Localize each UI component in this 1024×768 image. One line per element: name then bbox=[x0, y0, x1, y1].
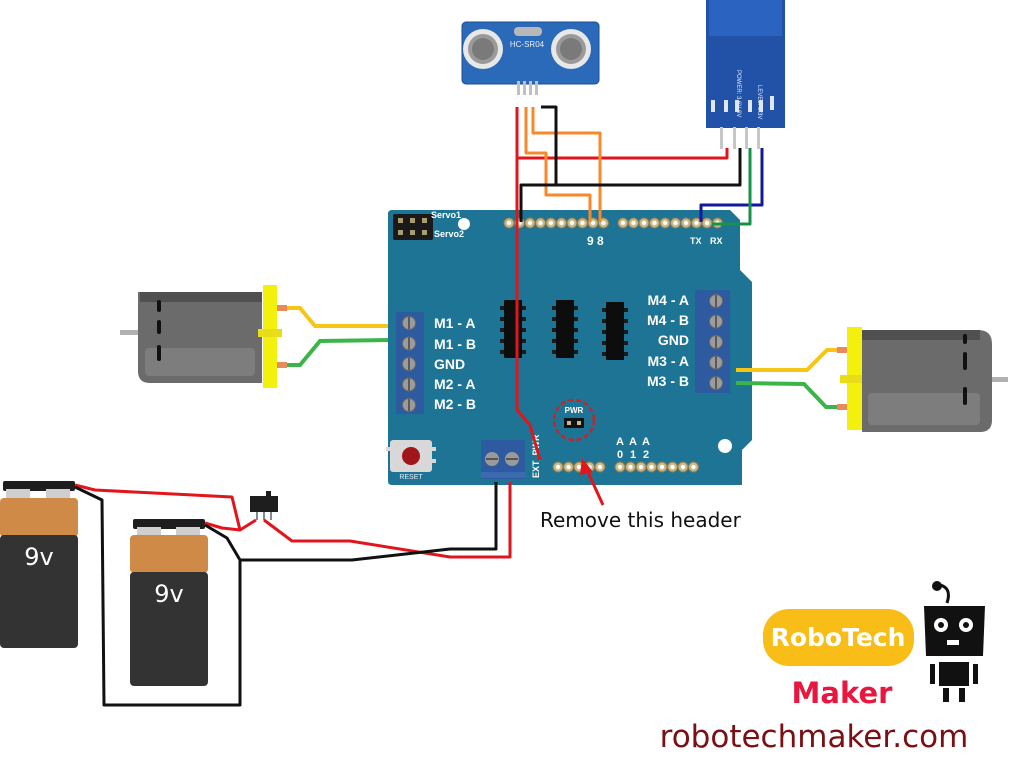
wire-yellow-m3a bbox=[736, 348, 837, 372]
power-wires bbox=[74, 482, 512, 707]
wire-orange-echo bbox=[531, 107, 602, 222]
right-dc-motor bbox=[735, 327, 1008, 432]
driver-ic bbox=[504, 300, 522, 358]
sensor-label: HC-SR04 bbox=[510, 40, 545, 49]
wire-red-bat2 bbox=[204, 518, 257, 532]
wire-black-bat2 bbox=[204, 482, 498, 562]
left-motor-terminal: M1 - A M1 - B GND M2 - A M2 - B bbox=[396, 312, 476, 414]
pin8-label: 8 bbox=[597, 234, 604, 248]
terminal-label-m2b: M2 - B bbox=[434, 396, 476, 412]
ultrasonic-sensor: HC-SR04 bbox=[461, 21, 600, 95]
pin9-label: 9 bbox=[587, 234, 594, 248]
servo2-label: Servo2 bbox=[434, 229, 464, 239]
driver-ic bbox=[606, 302, 624, 360]
branding-logo: RoboTech Maker robotechmaker.com bbox=[660, 581, 985, 755]
terminal-label-m1b: M1 - B bbox=[434, 336, 476, 352]
power-header bbox=[552, 461, 606, 473]
driver-chips bbox=[500, 300, 628, 360]
analog-label-a2-num: 2 bbox=[643, 449, 649, 461]
battery-2: 9v bbox=[130, 519, 208, 686]
brand-badge-text: RoboTech bbox=[771, 623, 906, 652]
brand-badge bbox=[763, 609, 914, 666]
analog-label-a0-num: 0 bbox=[617, 449, 623, 461]
terminal-label-m3a: M3 - A bbox=[648, 353, 689, 369]
battery-1-label: 9v bbox=[24, 543, 53, 571]
terminal-label-gnd-right: GND bbox=[658, 332, 689, 348]
servo-header: Servo1 Servo2 bbox=[393, 210, 464, 240]
left-dc-motor bbox=[120, 285, 389, 388]
analog-header bbox=[614, 461, 699, 473]
battery-1: 9v bbox=[0, 481, 78, 648]
analog-label-a1-num: 1 bbox=[630, 449, 636, 461]
power-switch[interactable] bbox=[250, 491, 278, 520]
analog-label-a1-top: A bbox=[629, 436, 637, 448]
terminal-label-m4b: M4 - B bbox=[647, 312, 689, 328]
wire-green-m1b bbox=[287, 338, 389, 367]
wire-orange-trig bbox=[524, 107, 592, 222]
ext-pwr-label: EXT_PWR bbox=[531, 434, 541, 478]
robot-mascot-icon bbox=[924, 581, 985, 702]
wire-red-switch bbox=[263, 482, 512, 559]
wire-black-bat1 bbox=[74, 485, 242, 707]
terminal-label-m2a: M2 - A bbox=[434, 376, 475, 392]
annotation-text: Remove this header bbox=[540, 508, 742, 532]
signal-wires bbox=[515, 105, 764, 461]
bt-power-text: POWER: 3.6V-6V bbox=[735, 70, 741, 117]
motor-shield: Servo1 Servo2 9 8 TX RX M1 - A M1 - B GN… bbox=[386, 210, 752, 485]
wire-black-gnd-board bbox=[519, 183, 556, 222]
analog-labels: A 0 A 1 A 2 bbox=[616, 436, 650, 461]
analog-label-a2-top: A bbox=[642, 436, 650, 448]
pwr-label: PWR bbox=[565, 406, 584, 415]
brand-maker-text: Maker bbox=[792, 676, 894, 710]
right-motor-terminal: M4 - A M4 - B GND M3 - A M3 - B bbox=[647, 290, 730, 393]
wire-red-vcc bbox=[515, 107, 729, 160]
brand-website[interactable]: robotechmaker.com bbox=[660, 719, 969, 755]
wire-blue-tx bbox=[699, 148, 764, 222]
analog-label-a0-top: A bbox=[616, 436, 624, 448]
terminal-label-gnd-left: GND bbox=[434, 356, 465, 372]
wire-yellow-m1a bbox=[287, 306, 388, 328]
battery-2-label: 9v bbox=[154, 580, 183, 608]
driver-ic bbox=[556, 300, 574, 358]
reset-button[interactable]: RESET bbox=[386, 440, 436, 481]
servo1-label: Servo1 bbox=[431, 210, 461, 220]
mounting-hole bbox=[458, 218, 470, 230]
terminal-label-m4a: M4 - A bbox=[648, 292, 689, 308]
reset-label: RESET bbox=[399, 474, 423, 481]
mounting-hole bbox=[718, 439, 732, 453]
wire-red-bat1 bbox=[74, 483, 242, 531]
ext-pwr-terminal: EXT_PWR bbox=[481, 434, 541, 479]
terminal-label-m1a: M1 - A bbox=[434, 315, 475, 331]
wire-green-rx bbox=[712, 148, 752, 226]
digital-header-right bbox=[617, 217, 723, 229]
annotation: Remove this header bbox=[540, 458, 742, 532]
terminal-label-m3b: M3 - B bbox=[647, 373, 689, 389]
wire-green-m3b bbox=[735, 381, 837, 409]
wire-red-vcc-down bbox=[515, 158, 542, 461]
rx-label: RX bbox=[710, 236, 723, 246]
pwr-jumper[interactable]: PWR bbox=[552, 398, 596, 442]
tx-label: TX bbox=[690, 236, 702, 246]
bluetooth-module: POWER: 3.6V-6V LEVEL: 3.3V bbox=[706, 0, 785, 149]
